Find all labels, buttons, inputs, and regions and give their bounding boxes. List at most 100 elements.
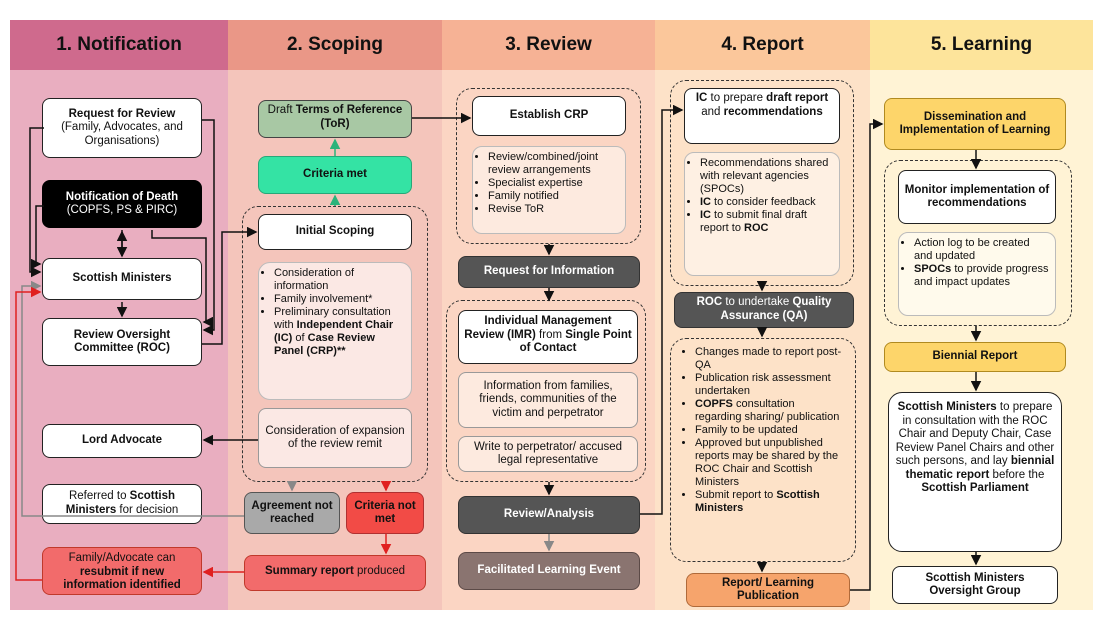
- biennial-report-box: Biennial Report: [884, 342, 1066, 372]
- write-label: Write to perpetrator/ accused legal repr…: [473, 440, 623, 467]
- summary-report-box: Summary report produced: [244, 555, 426, 591]
- column-title: 2. Scoping: [286, 34, 384, 55]
- publication-label: Report/ Learning Publication: [721, 576, 814, 603]
- family-text-b: resubmit if new information identified: [63, 565, 181, 592]
- dissemination-box: Dissemination and Implementation of Lear…: [884, 98, 1066, 150]
- family-text-a: Family/Advocate can: [68, 552, 176, 564]
- oversight-group-box: Scottish Ministers Oversight Group: [892, 566, 1058, 604]
- expansion-box: Consideration of expansion of the review…: [258, 408, 412, 468]
- establish-label: Establish CRP: [509, 109, 589, 122]
- draft-tor-box: Draft Terms of Reference (ToR): [258, 100, 412, 138]
- post-qa-list-item: Approved but unpublished reports may be …: [695, 437, 844, 489]
- ic-list-item: Recommendations shared with relevant age…: [700, 157, 833, 196]
- agreement-label: Agreement not reached: [251, 499, 333, 526]
- scottish-ministers-box: Scottish Ministers: [42, 258, 202, 300]
- ic-list: Recommendations shared with relevant age…: [684, 152, 840, 276]
- publication-box: Report/ Learning Publication: [686, 573, 850, 607]
- ic-list-item: IC to consider feedback: [700, 196, 833, 209]
- facilitated-label: Facilitated Learning Event: [477, 564, 621, 577]
- post-qa-list-item: Changes made to report post-QA: [695, 346, 844, 372]
- write-perpetrator-box: Write to perpetrator/ accused legal repr…: [458, 436, 638, 472]
- biennial-label: Biennial Report: [932, 350, 1018, 363]
- roc-label: Review Oversight Committee (ROC): [73, 328, 171, 355]
- sm-text-b: to prepare in consultation with the ROC …: [895, 401, 1055, 467]
- request-title: Request for Review: [68, 107, 176, 120]
- initial-scoping-box: Initial Scoping: [258, 214, 412, 250]
- monitor-label: Monitor implementation of recommendation…: [904, 183, 1050, 210]
- scoping-list-item: Consideration of information: [274, 267, 405, 293]
- request-info-label: Request for Information: [483, 265, 615, 278]
- establish-list: Review/combined/joint review arrangement…: [472, 146, 626, 234]
- lord-advocate-label: Lord Advocate: [81, 434, 163, 447]
- post-qa-list: Changes made to report post-QA Publicati…: [680, 342, 850, 558]
- monitor-list-item: SPOCs to provide progress and impact upd…: [914, 263, 1049, 289]
- column-report-header: 4. Report: [655, 20, 870, 70]
- establish-list-item: Family notified: [488, 190, 619, 203]
- summary-text-b: produced: [353, 565, 405, 577]
- tor-text-b: Terms of Reference (ToR): [295, 104, 403, 130]
- referred-text-c: for decision: [116, 503, 179, 516]
- post-qa-list-item: Family to be updated: [695, 424, 844, 437]
- ic-text-e: recommendations: [723, 105, 823, 118]
- post-qa-list-item: Submit report to Scottish Ministers: [695, 489, 844, 515]
- imr-text-a: Individual Management Review (IMR): [464, 315, 612, 341]
- post-qa-list-item: COPFS consultation regarding sharing/ pu…: [695, 398, 844, 424]
- initial-scoping-label: Initial Scoping: [295, 225, 375, 238]
- imr-text-b: from: [535, 328, 566, 341]
- oversight-label: Scottish Ministers Oversight Group: [925, 571, 1025, 598]
- ministers-label: Scottish Ministers: [72, 272, 172, 285]
- scoping-list-item: Family involvement*: [274, 293, 405, 306]
- ic-text-a: IC: [695, 92, 708, 104]
- facilitated-learning-box: Facilitated Learning Event: [458, 552, 640, 590]
- agreement-not-reached-box: Agreement not reached: [244, 492, 340, 534]
- column-title: 4. Report: [721, 34, 804, 55]
- monitor-list: Action log to be created and updated SPO…: [898, 232, 1056, 316]
- quality-assurance-box: ROC to undertake Quality Assurance (QA): [674, 292, 854, 328]
- request-for-review-box: Request for Review (Family, Advocates, a…: [42, 98, 202, 158]
- analysis-label: Review/Analysis: [503, 508, 595, 521]
- qa-text-c: Quality Assurance (QA): [720, 296, 832, 322]
- scoping-list-item: Preliminary consultation with Independen…: [274, 306, 405, 358]
- sm-text-e: Scottish Parliament: [921, 482, 1029, 494]
- column-review-header: 3. Review: [442, 20, 655, 70]
- qa-text-a: ROC: [696, 296, 723, 308]
- scoping-list: Consideration of information Family invo…: [258, 262, 412, 400]
- establish-list-item: Revise ToR: [488, 203, 619, 216]
- criteria-not-met-label: Criteria not met: [354, 499, 416, 526]
- notification-of-death-box: Notification of Death (COPFS, PS & PIRC): [42, 180, 202, 228]
- summary-text-a: Summary report: [265, 565, 354, 577]
- roc-box: Review Oversight Committee (ROC): [42, 318, 202, 366]
- column-title: 3. Review: [505, 34, 592, 55]
- criteria-met-box: Criteria met: [258, 156, 412, 194]
- death-subtitle: (COPFS, PS & PIRC): [66, 204, 178, 216]
- column-title: 1. Notification: [56, 34, 182, 55]
- referred-box: Referred to Scottish Ministers for decis…: [42, 484, 202, 524]
- sm-text-c: biennial thematic report: [905, 455, 1055, 481]
- sm-text-a: Scottish Ministers: [897, 401, 997, 413]
- request-information-box: Request for Information: [458, 256, 640, 288]
- qa-text-b: to undertake: [722, 296, 793, 308]
- criteria-not-met-box: Criteria not met: [346, 492, 424, 534]
- monitor-box: Monitor implementation of recommendation…: [898, 170, 1056, 224]
- ic-list-item: IC to submit final draft report to ROC: [700, 209, 833, 235]
- expansion-label: Consideration of expansion of the review…: [265, 424, 405, 451]
- monitor-list-item: Action log to be created and updated: [914, 237, 1049, 263]
- referred-text-a: Referred to: [68, 490, 130, 502]
- sm-text-d: before the: [989, 468, 1045, 481]
- ic-text-d: and: [701, 105, 724, 118]
- column-scoping-header: 2. Scoping: [228, 20, 442, 70]
- imr-text-c: Single Point of Contact: [519, 328, 632, 355]
- column-notification-header: 1. Notification: [10, 20, 228, 70]
- family-resubmit-box: Family/Advocate can resubmit if new info…: [42, 547, 202, 595]
- ministers-consult-box: Scottish Ministers to prepare in consult…: [888, 392, 1062, 552]
- tor-text-a: Draft: [267, 104, 296, 116]
- post-qa-list-item: Publication risk assessment undertaken: [695, 372, 844, 398]
- column-title: 5. Learning: [930, 34, 1033, 55]
- lord-advocate-box: Lord Advocate: [42, 424, 202, 458]
- establish-list-item: Review/combined/joint review arrangement…: [488, 151, 619, 177]
- request-subtitle: (Family, Advocates, and Organisations): [61, 121, 183, 147]
- establish-list-item: Specialist expertise: [488, 177, 619, 190]
- info-families-box: Information from families, friends, comm…: [458, 372, 638, 428]
- column-learning-header: 5. Learning: [870, 20, 1093, 70]
- ic-text-b: to prepare: [707, 92, 767, 104]
